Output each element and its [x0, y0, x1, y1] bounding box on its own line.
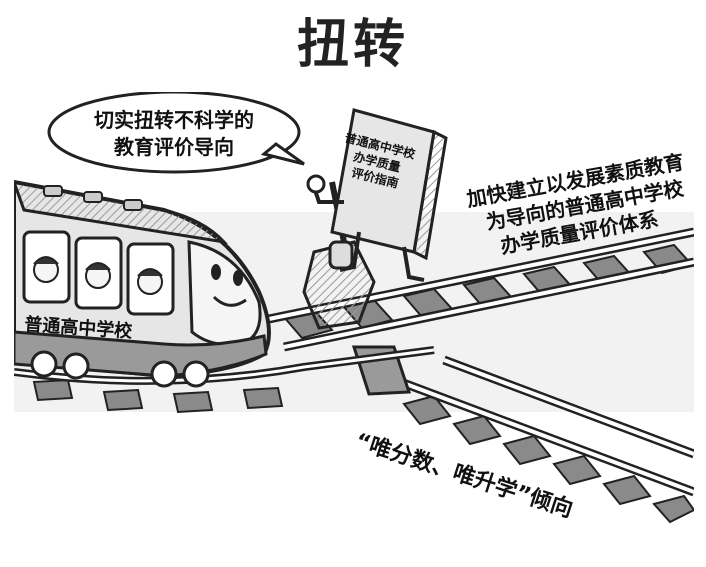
- speech-line-2: 教育评价导向: [114, 135, 234, 159]
- cartoon-illustration: 普通高中学校 切实扭转不科学的 教育评价导向 普通高中学校 办学质量 评价指南 …: [14, 92, 694, 562]
- bottom-caption: “唯分数、唯升学”倾向: [352, 428, 576, 523]
- diverging-track: [372, 355, 694, 524]
- student-faces: [33, 256, 163, 295]
- speech-line-1: 切实扭转不科学的: [94, 108, 254, 132]
- train-wheels: [30, 350, 210, 388]
- speech-bubble: 切实扭转不科学的 教育评价导向: [47, 92, 305, 174]
- cartoon-title: 扭转: [296, 15, 409, 75]
- train: 普通高中学校: [14, 179, 271, 388]
- book-character: 普通高中学校 办学质量 评价指南: [306, 108, 448, 282]
